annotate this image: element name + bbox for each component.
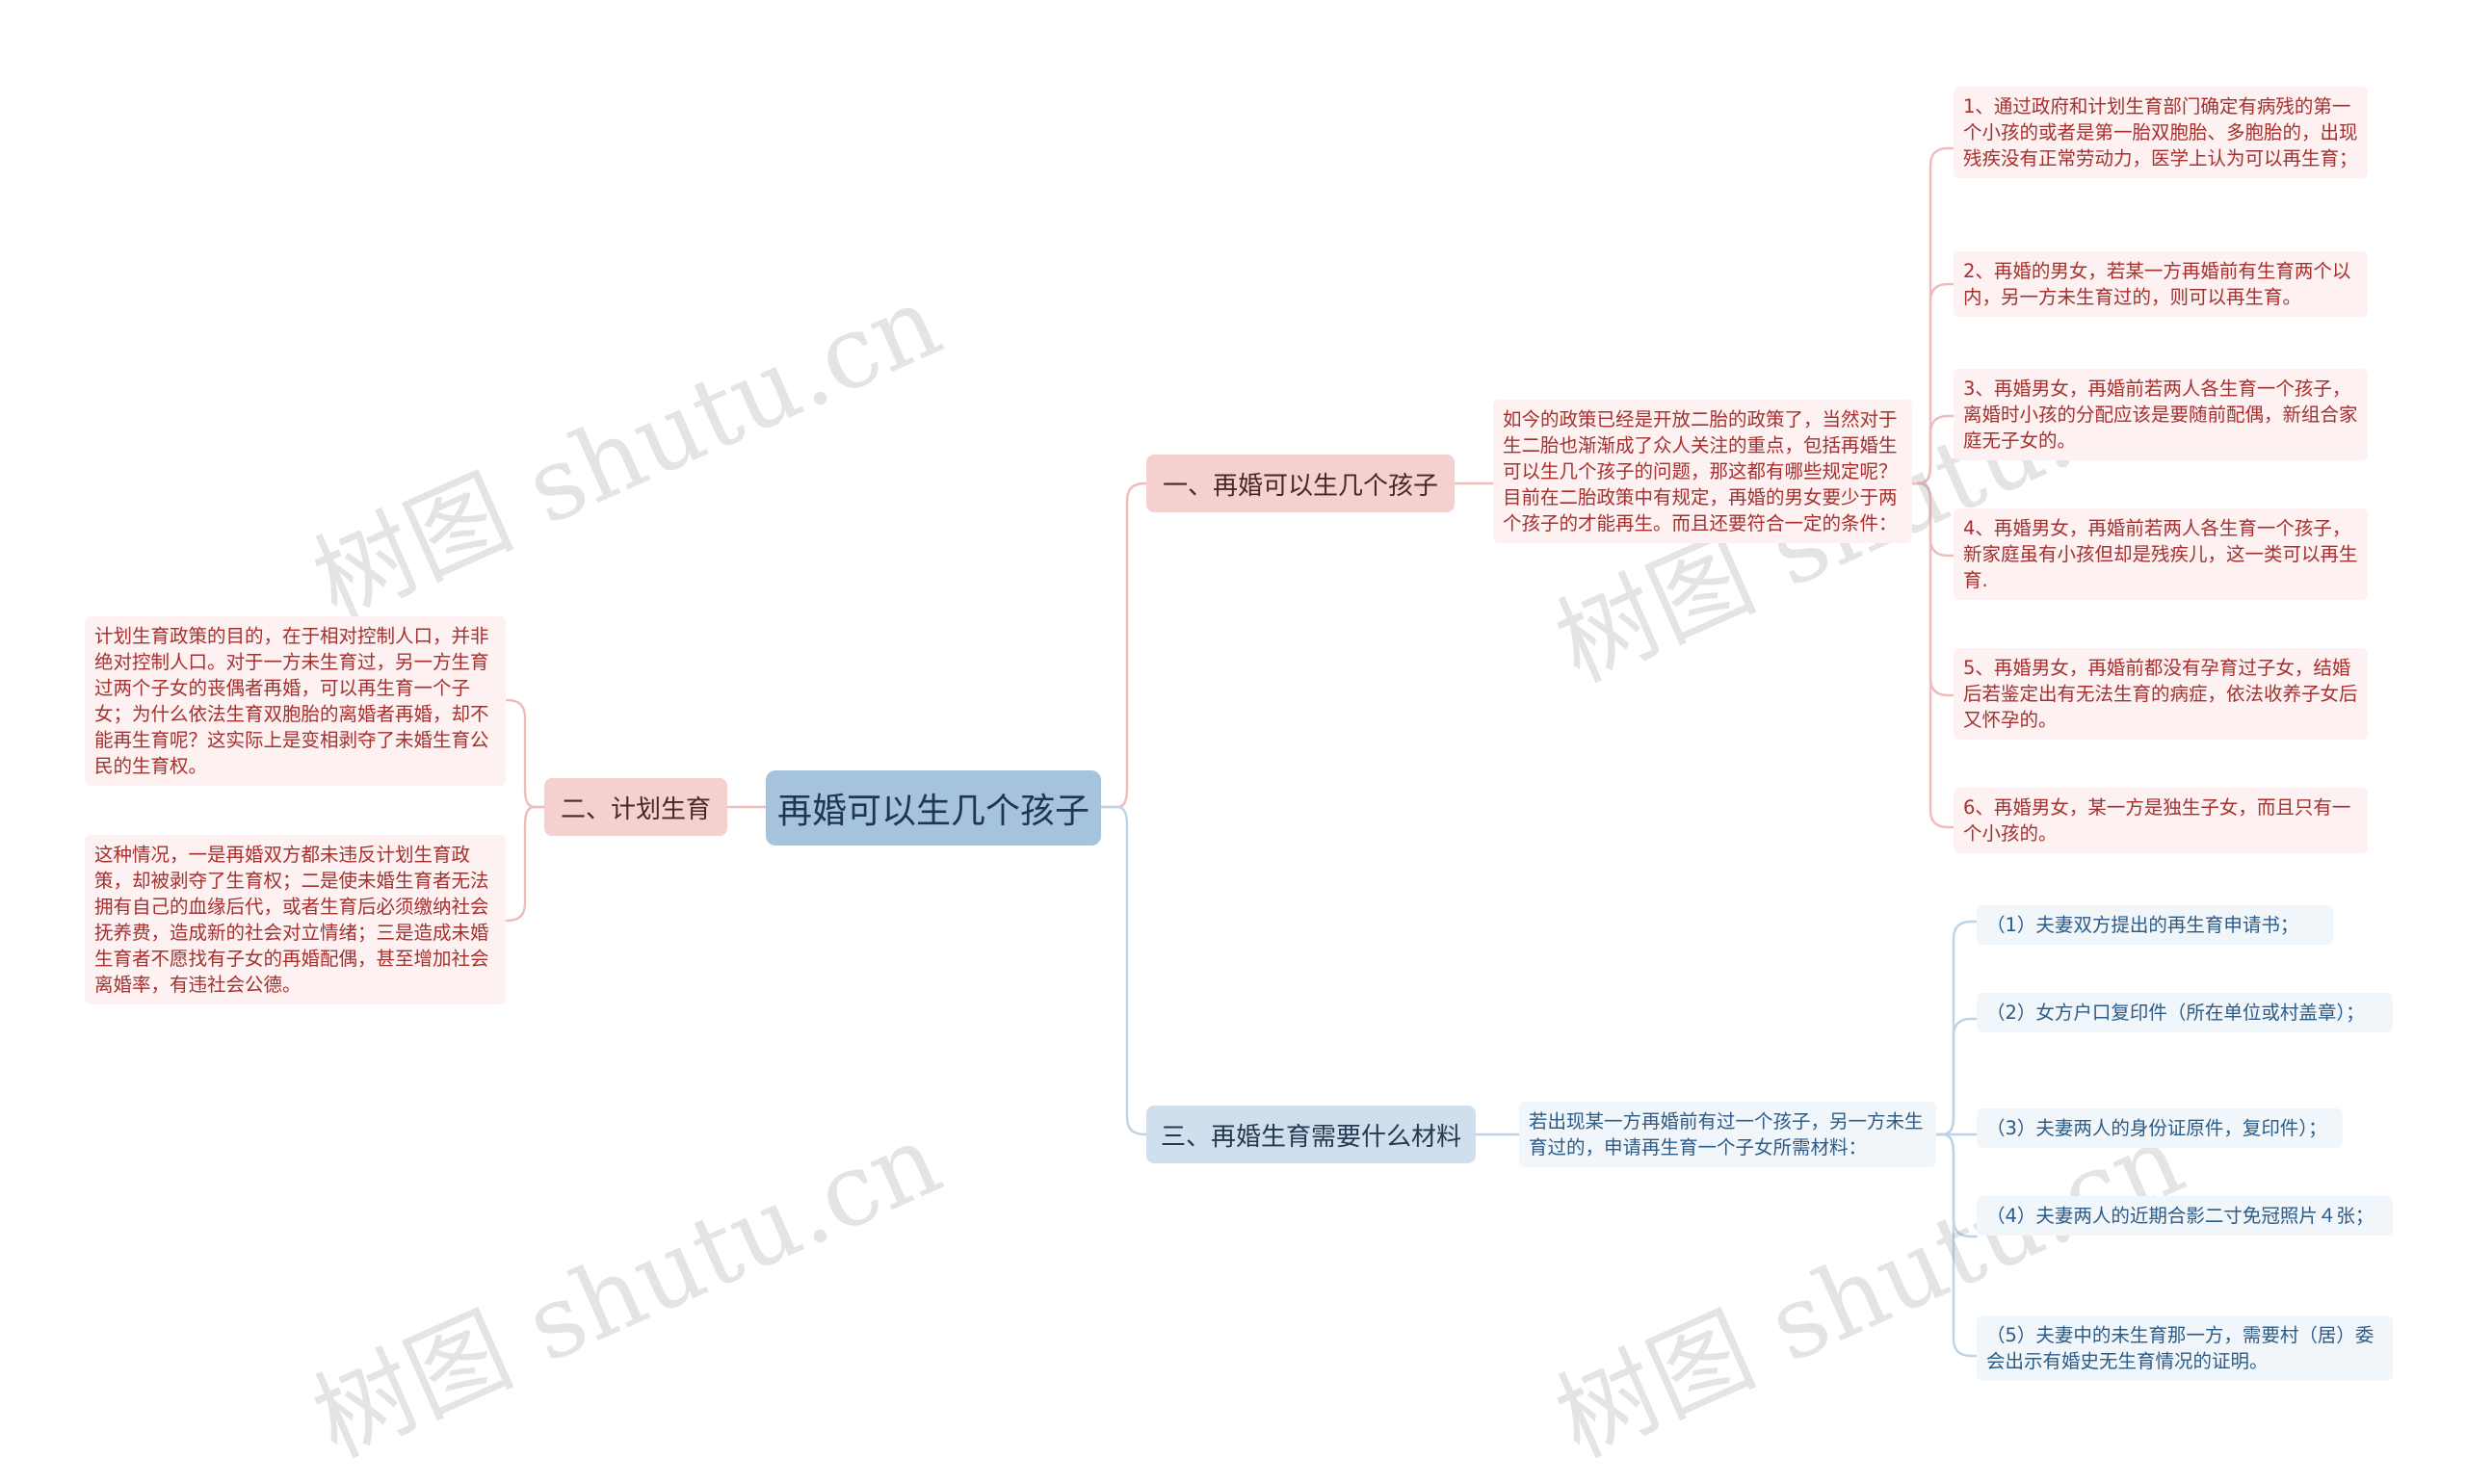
connector-b3-items (1934, 920, 1979, 1358)
b1-item-5[interactable]: 5、再婚男女，再婚前都没有孕育过子女，结婚后若鉴定出有无法生育的病症，依法收养子… (1954, 648, 2368, 740)
connector-b2-items (504, 698, 546, 923)
connector-root-b3 (1099, 805, 1148, 1136)
b3-item-2[interactable]: （2）女方户口复印件（所在单位或村盖章）； (1977, 993, 2393, 1032)
b3-intro-note[interactable]: 若出现某一方再婚前有过一个孩子，另一方未生育过的，申请再生育一个子女所需材料： (1519, 1102, 1936, 1167)
connector-b1-items (1910, 146, 1955, 829)
b2-item-1[interactable]: 计划生育政策的目的，在于相对控制人口，并非绝对控制人口。对于一方未生育过，另一方… (85, 616, 506, 786)
b1-item-3[interactable]: 3、再婚男女，再婚前若两人各生育一个孩子，离婚时小孩的分配应该是要随前配偶，新组… (1954, 369, 2368, 460)
b1-intro-note[interactable]: 如今的政策已经是开放二胎的政策了，当然对于生二胎也渐渐成了众人关注的重点，包括再… (1493, 400, 1912, 543)
branch-topic-3[interactable]: 三、再婚生育需要什么材料 (1146, 1106, 1476, 1163)
branch-topic-2[interactable]: 二、计划生育 (544, 778, 727, 836)
b3-item-1[interactable]: （1）夫妻双方提出的再生育申请书； (1977, 905, 2333, 945)
b1-item-1[interactable]: 1、通过政府和计划生育部门确定有病残的第一个小孩的或者是第一胎双胞胎、多胞胎的，… (1954, 87, 2368, 178)
b1-item-6[interactable]: 6、再婚男女，某一方是独生子女，而且只有一个小孩的。 (1954, 788, 2368, 853)
b3-item-4[interactable]: （4）夫妻两人的近期合影二寸免冠照片４张； (1977, 1196, 2393, 1236)
b2-item-2[interactable]: 这种情况，一是再婚双方都未违反计划生育政策，却被剥夺了生育权；二是使未婚生育者无… (85, 835, 506, 1004)
b1-item-2[interactable]: 2、再婚的男女，若某一方再婚前有生育两个以内，另一方未生育过的，则可以再生育。 (1954, 251, 2368, 317)
root-topic[interactable]: 再婚可以生几个孩子 (766, 770, 1101, 846)
b3-item-3[interactable]: （3）夫妻两人的身份证原件，复印件）； (1977, 1108, 2343, 1148)
b1-item-4[interactable]: 4、再婚男女，再婚前若两人各生育一个孩子，新家庭虽有小孩但却是残疾儿，这一类可以… (1954, 508, 2368, 600)
b3-item-5[interactable]: （5）夫妻中的未生育那一方，需要村（居）委会出示有婚史无生育情况的证明。 (1977, 1315, 2393, 1381)
connector-root-b1 (1099, 482, 1148, 809)
branch-topic-1[interactable]: 一、再婚可以生几个孩子 (1146, 455, 1455, 512)
